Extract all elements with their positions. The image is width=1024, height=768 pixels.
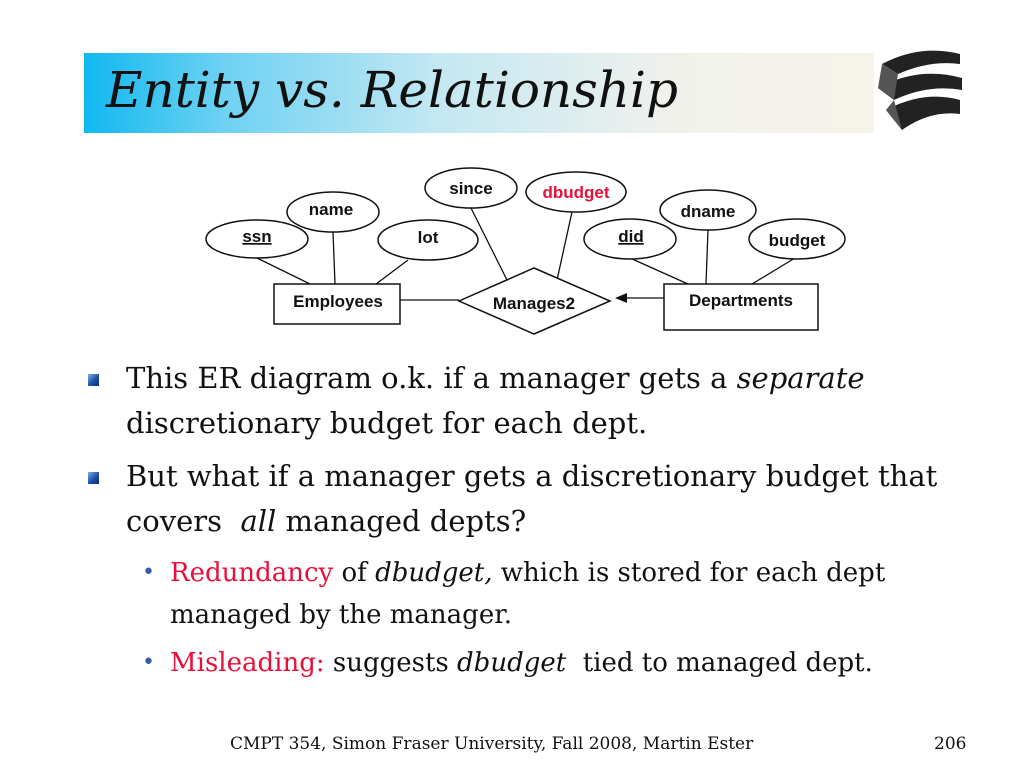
dbudget-attribute <box>525 171 627 213</box>
manages2-label: Manages2 <box>493 294 575 313</box>
dbudget-label: dbudget <box>542 183 609 202</box>
since-attribute <box>424 167 518 209</box>
did-attribute <box>583 218 677 260</box>
dot-bullet-icon: • <box>142 560 155 585</box>
slide-footer: CMPT 354, Simon Fraser University, Fall … <box>230 734 754 754</box>
slide-title: Entity vs. Relationship <box>106 61 678 119</box>
sub-bullet-item: • Misleading: suggests dbudget tied to m… <box>86 642 996 684</box>
employees-entity <box>273 283 401 325</box>
bullet-list: This ER diagram o.k. if a manager gets a… <box>86 356 996 690</box>
name-label: name <box>309 200 353 219</box>
dname-label: dname <box>681 202 736 221</box>
lot-attribute <box>377 219 479 261</box>
lot-label: lot <box>418 228 439 247</box>
square-bullet-icon <box>88 472 99 484</box>
ssn-attribute <box>205 219 309 259</box>
budget-label: budget <box>769 231 826 250</box>
sub-bullet-item: • Redundancy of dbudget, which is stored… <box>86 552 996 636</box>
square-bullet-icon <box>88 374 99 386</box>
manages2-relationship <box>457 267 612 335</box>
page-number: 206 <box>934 734 967 754</box>
name-attribute <box>286 191 380 233</box>
departments-label: Departments <box>689 291 793 310</box>
dname-attribute <box>659 189 757 231</box>
dot-bullet-icon: • <box>142 650 155 675</box>
budget-attribute <box>748 218 846 260</box>
ssn-label: ssn <box>242 227 271 246</box>
title-bar: Entity vs. Relationship <box>84 53 874 133</box>
bullet-item: This ER diagram o.k. if a manager gets a… <box>86 356 996 446</box>
stacked-layers-logo-icon <box>878 50 962 130</box>
since-label: since <box>449 179 492 198</box>
employees-label: Employees <box>293 292 383 311</box>
did-label: did <box>618 227 644 246</box>
bullet-item: But what if a manager gets a discretiona… <box>86 454 996 544</box>
er-diagram: ssn name lot since dbudget did dname bud… <box>205 167 846 335</box>
departments-entity <box>663 283 819 331</box>
